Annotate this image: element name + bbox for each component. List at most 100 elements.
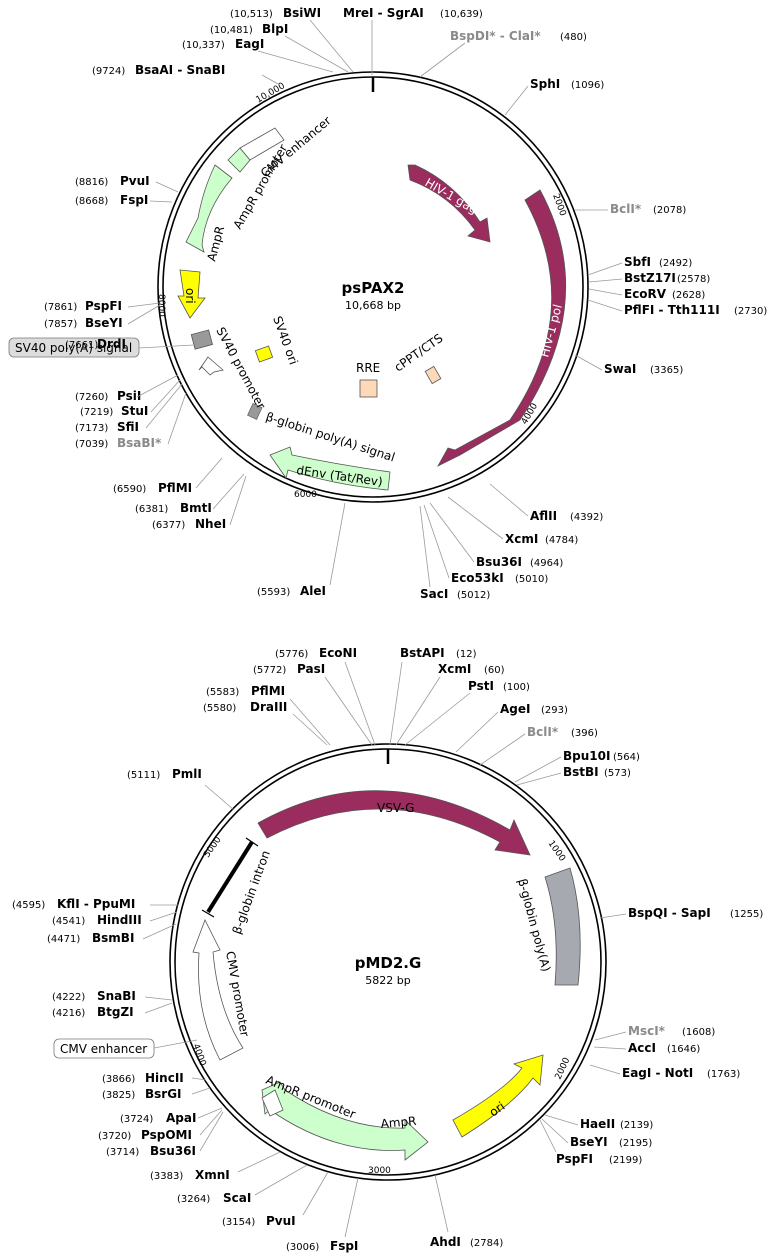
svg-text:(3720): (3720) bbox=[98, 1131, 131, 1142]
enzyme-label: (5772)PasI bbox=[253, 662, 325, 676]
svg-text:(6381): (6381) bbox=[135, 504, 168, 515]
enzyme-label: (4222)SnaBI bbox=[52, 989, 136, 1003]
svg-text:EcoNI: EcoNI bbox=[319, 646, 357, 660]
vsvg-label: VSV-G bbox=[377, 801, 414, 815]
svg-text:(5012): (5012) bbox=[457, 590, 490, 601]
svg-text:AccI: AccI bbox=[628, 1041, 656, 1055]
svg-text:XcmI: XcmI bbox=[438, 662, 471, 676]
svg-text:PvuI: PvuI bbox=[120, 174, 150, 188]
enzyme-label: (5776)EcoNI bbox=[275, 646, 357, 660]
svg-text:(4471): (4471) bbox=[47, 934, 80, 945]
enzyme-label: (3724)ApaI bbox=[120, 1111, 196, 1125]
enzyme-label: (3006)FspI bbox=[286, 1239, 358, 1253]
cmv-enhancer-callout bbox=[53, 1038, 155, 1059]
svg-text:(3714): (3714) bbox=[106, 1147, 139, 1158]
svg-text:(3825): (3825) bbox=[102, 1090, 135, 1101]
svg-text:SwaI: SwaI bbox=[604, 362, 636, 376]
enzyme-label: (5583)PflMI bbox=[206, 684, 285, 698]
enzyme-label: HaeII(2139) bbox=[580, 1117, 653, 1131]
enzyme-label: (3383) XmnI bbox=[150, 1168, 230, 1182]
svg-text:FspI: FspI bbox=[120, 193, 148, 207]
globin-intron-bar bbox=[206, 840, 254, 914]
svg-text:(7219): (7219) bbox=[80, 407, 113, 418]
svg-text:(2492): (2492) bbox=[659, 258, 692, 269]
ampr-promoter-arrow bbox=[261, 1089, 284, 1117]
svg-text:(10,481): (10,481) bbox=[210, 25, 253, 36]
enzyme-label: BstAPI(12) bbox=[400, 646, 477, 660]
enzyme-label: (5111)PmlI bbox=[127, 767, 202, 781]
enzyme-label: SbfI(2492) bbox=[624, 255, 692, 269]
svg-text:SphI: SphI bbox=[530, 77, 560, 91]
svg-text:(1646): (1646) bbox=[667, 1044, 700, 1055]
svg-text:Bpu10I: Bpu10I bbox=[563, 749, 610, 763]
svg-text:(10,513): (10,513) bbox=[230, 9, 273, 20]
svg-text:PflMI: PflMI bbox=[251, 684, 285, 698]
svg-text:PsiI: PsiI bbox=[117, 389, 141, 403]
svg-text:StuI: StuI bbox=[121, 404, 148, 418]
pmd2g-map: 5000 1000 2000 3000 4000 VSV-G β-globin … bbox=[12, 646, 763, 1253]
enzyme-label: (7861)PspFI bbox=[44, 299, 122, 313]
svg-text:(7857): (7857) bbox=[44, 319, 77, 330]
svg-text:(8668): (8668) bbox=[75, 196, 108, 207]
svg-text:FspI: FspI bbox=[330, 1239, 358, 1253]
svg-text:(2139): (2139) bbox=[620, 1120, 653, 1131]
ori-arrow bbox=[452, 1054, 544, 1138]
svg-text:(4222): (4222) bbox=[52, 992, 85, 1003]
enzyme-label: (10,337)EagI bbox=[182, 37, 264, 51]
svg-text:Bsu36I: Bsu36I bbox=[150, 1144, 196, 1158]
enzyme-label: (10,513)BsiWI bbox=[230, 6, 321, 20]
enzyme-label: AflII(4392) bbox=[530, 509, 603, 523]
hiv1-gag-label: HIV-1 gag bbox=[423, 175, 481, 216]
enzyme-label: (7857)BseYI bbox=[44, 316, 123, 330]
sv40-polya-box bbox=[190, 329, 213, 350]
sv40-polya-callout bbox=[8, 337, 140, 358]
svg-text:(480): (480) bbox=[560, 32, 587, 43]
enzyme-label: EagI - NotI (1763) bbox=[622, 1066, 740, 1080]
svg-text:EagI - NotI: EagI - NotI bbox=[622, 1066, 693, 1080]
svg-text:BmtI: BmtI bbox=[180, 501, 212, 515]
sv40-promoter-label: SV40 promoter bbox=[213, 325, 268, 412]
svg-text:Eco53kI: Eco53kI bbox=[451, 571, 504, 585]
svg-text:(4216): (4216) bbox=[52, 1008, 85, 1019]
svg-text:BclI*: BclI* bbox=[527, 725, 559, 739]
svg-text:BstAPI: BstAPI bbox=[400, 646, 445, 660]
enzyme-label: (10,481) BlpI bbox=[210, 22, 288, 36]
pspax2-map: 10,000 2000 4000 6000 8000 HIV-1 gag HIV… bbox=[8, 6, 767, 601]
svg-text:(100): (100) bbox=[503, 682, 530, 693]
svg-text:(5593): (5593) bbox=[257, 587, 290, 598]
enzyme-label: PspFI(2199) bbox=[556, 1152, 642, 1166]
svg-text:(5111): (5111) bbox=[127, 770, 160, 781]
enzyme-label: BclI*(2078) bbox=[610, 202, 686, 216]
svg-text:(573): (573) bbox=[604, 768, 631, 779]
rre-box bbox=[359, 379, 378, 398]
svg-text:(7661): (7661) bbox=[65, 340, 98, 351]
svg-text:(5580): (5580) bbox=[203, 703, 236, 714]
enzyme-label: BspQI - SapI(1255) bbox=[628, 906, 763, 920]
enzyme-label: AhdI(2784) bbox=[430, 1235, 503, 1249]
svg-text:NheI: NheI bbox=[195, 517, 226, 531]
enzyme-label: EcoRV(2628) bbox=[624, 287, 705, 301]
svg-text:BlpI: BlpI bbox=[262, 22, 288, 36]
enzyme-label: SacI(5012) bbox=[420, 587, 490, 601]
svg-text:(1763): (1763) bbox=[707, 1069, 740, 1080]
svg-text:(5772): (5772) bbox=[253, 665, 286, 676]
svg-text:XmnI: XmnI bbox=[195, 1168, 230, 1182]
svg-text:BsmBI: BsmBI bbox=[92, 931, 134, 945]
svg-text:AgeI: AgeI bbox=[500, 702, 530, 716]
denv-arrow bbox=[269, 446, 391, 491]
svg-text:(7173): (7173) bbox=[75, 423, 108, 434]
svg-text:BspDI* - ClaI*: BspDI* - ClaI* bbox=[450, 29, 541, 43]
svg-text:(4964): (4964) bbox=[530, 558, 563, 569]
svg-text:DrdI: DrdI bbox=[97, 337, 126, 351]
svg-text:AflII: AflII bbox=[530, 509, 557, 523]
enzyme-label: Bpu10I(564) bbox=[563, 749, 640, 763]
svg-text:(3383): (3383) bbox=[150, 1171, 183, 1182]
cmv-enhancer-label: CMV enhancer bbox=[60, 1042, 147, 1056]
tick-label: 2000 bbox=[554, 1056, 573, 1081]
globin-intron-label: β-globin intron bbox=[230, 849, 273, 936]
svg-text:PflFI - Tth111I: PflFI - Tth111I bbox=[624, 303, 720, 317]
svg-text:(60): (60) bbox=[484, 665, 505, 676]
sv40-promoter-arrow bbox=[198, 356, 224, 376]
svg-text:(8816): (8816) bbox=[75, 177, 108, 188]
